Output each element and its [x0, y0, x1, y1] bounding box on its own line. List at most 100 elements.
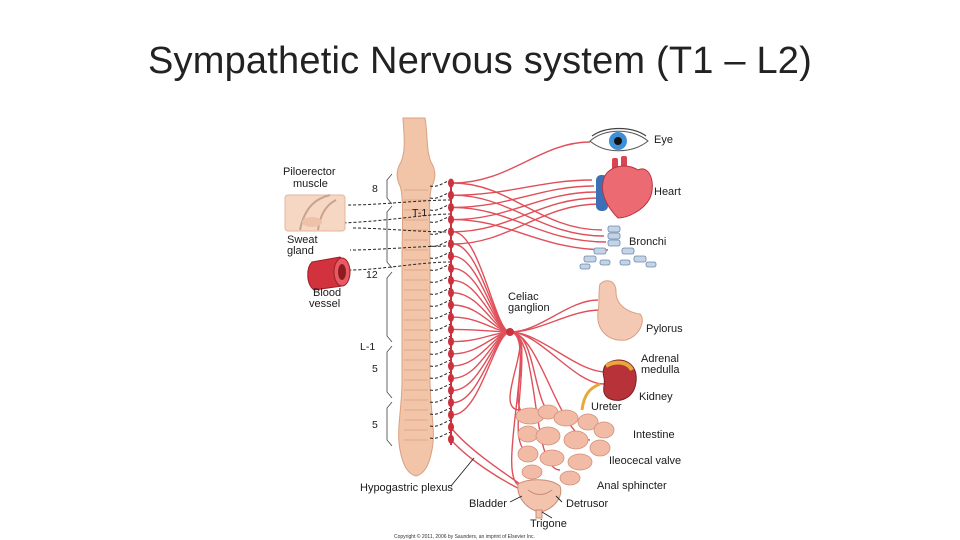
label-celiac-2: ganglion: [508, 302, 550, 314]
kidney-icon: [580, 359, 637, 411]
preganglionic-fibre: [429, 323, 452, 331]
preganglionic-fibre: [429, 299, 452, 307]
vertebral-brackets: [386, 173, 393, 447]
heart-icon: [596, 156, 653, 219]
label-kidney: Kidney: [639, 391, 673, 403]
label-ureter: Ureter: [591, 401, 622, 413]
slide-title: Sympathetic Nervous system (T1 – L2): [148, 40, 812, 82]
marker-12: 12: [366, 269, 378, 281]
postganglionic-fibre: [452, 185, 595, 209]
ganglion-input: [452, 243, 511, 333]
preganglionic-fibre: [429, 251, 452, 259]
chain-ganglion: [448, 178, 454, 188]
preganglionic-fibre: [429, 419, 452, 427]
abdominal-fibre: [509, 331, 605, 385]
intestine-icon: [515, 404, 615, 486]
effector-fibre: [347, 199, 452, 206]
cord-segments: [404, 189, 428, 441]
preganglionic-fibre: [429, 215, 452, 223]
label-celiac-1: Celiac: [508, 291, 539, 303]
blood-vessel-illustration: [307, 256, 351, 291]
chain-ganglion: [448, 288, 454, 298]
marker-5b: 5: [372, 419, 378, 431]
bronchi-icon: [579, 225, 657, 270]
preganglionic-fibre: [429, 275, 452, 283]
effector-fibre: [349, 245, 452, 251]
chain-ganglion: [448, 227, 454, 237]
label-detrusor: Detrusor: [566, 498, 609, 510]
chain-ganglion: [448, 349, 454, 359]
chain-ganglion: [448, 385, 454, 395]
label-pylorus: Pylorus: [646, 323, 683, 335]
label-piloerector-2: muscle: [293, 178, 328, 190]
chain-ganglion: [448, 410, 454, 420]
postganglionic-fibre: [452, 194, 605, 237]
label-blood-1: Blood: [313, 287, 341, 299]
bladder-icon: [517, 479, 562, 519]
chain-ganglion: [448, 276, 454, 286]
chain-ganglion: [448, 215, 454, 225]
preganglionic-fibre: [429, 335, 452, 343]
chain-ganglion: [448, 398, 454, 408]
label-trigone: Trigone: [530, 518, 567, 530]
preganglionic-fibre: [429, 395, 452, 403]
label-adrenal-1: Adrenal: [641, 353, 679, 365]
celiac-ganglion: [506, 328, 514, 336]
marker-5a: 5: [372, 363, 378, 375]
label-sweat-1: Sweat: [287, 234, 318, 246]
preganglionic-fibres: [299, 179, 452, 439]
effector-fibre: [349, 261, 452, 271]
label-bronchi: Bronchi: [629, 236, 666, 248]
label-anal: Anal sphincter: [597, 480, 667, 492]
marker-l1: L-1: [360, 341, 375, 353]
effector-fibre: [351, 227, 452, 233]
preganglionic-fibre: [429, 287, 452, 295]
ganglion-input: [452, 331, 511, 416]
preganglionic-fibre: [429, 431, 452, 439]
postganglionic-fibre: [452, 203, 601, 245]
spinal-cord: [396, 117, 436, 477]
postganglionic-fibre: [452, 179, 593, 196]
chain-ganglion: [448, 251, 454, 261]
stomach-icon: [597, 280, 643, 341]
chain-ganglion: [448, 422, 454, 432]
postganglionic-fibres: [452, 141, 609, 493]
label-eye: Eye: [654, 134, 673, 146]
postganglionic-fibre: [452, 141, 591, 184]
chain-ganglion: [448, 263, 454, 273]
label-piloerector-1: Piloerector: [283, 166, 336, 178]
label-adrenal-2: medulla: [641, 364, 680, 376]
label-ileocecal: Ileocecal valve: [609, 455, 681, 467]
chain-ganglia: [448, 178, 454, 444]
label-pointers: [450, 457, 563, 519]
preganglionic-fibre: [429, 263, 452, 271]
chain-ganglion: [448, 434, 454, 444]
label-sweat-2: gland: [287, 245, 314, 257]
copyright-text: Copyright © 2011, 2006 by Saunders, an i…: [394, 533, 535, 540]
eye-icon: [589, 127, 649, 152]
label-intestine: Intestine: [633, 429, 675, 441]
label-heart: Heart: [654, 186, 681, 198]
postganglionic-fibre: [452, 182, 603, 231]
chain-ganglion: [448, 190, 454, 200]
preganglionic-fibre: [429, 239, 452, 247]
marker-8: 8: [372, 183, 378, 195]
chain-ganglion: [448, 361, 454, 371]
chain-ganglion: [448, 324, 454, 334]
chain-ganglion: [448, 312, 454, 322]
chain-ganglion: [448, 373, 454, 383]
preganglionic-fibre: [429, 359, 452, 367]
hypogastric-fibre: [452, 429, 521, 485]
abdominal-fibre: [509, 309, 601, 333]
postganglionic-fibre: [452, 218, 609, 251]
label-blood-2: vessel: [309, 298, 340, 310]
postganglionic-fibre: [452, 206, 607, 243]
preganglionic-fibre: [429, 227, 452, 235]
preganglionic-fibre: [429, 191, 452, 199]
chain-ganglion: [448, 300, 454, 310]
abdominal-fibre: [509, 331, 607, 373]
skin-illustration: [284, 194, 346, 232]
hypogastric-fibre: [452, 441, 527, 493]
label-hypogastric: Hypogastric plexus: [360, 482, 453, 494]
